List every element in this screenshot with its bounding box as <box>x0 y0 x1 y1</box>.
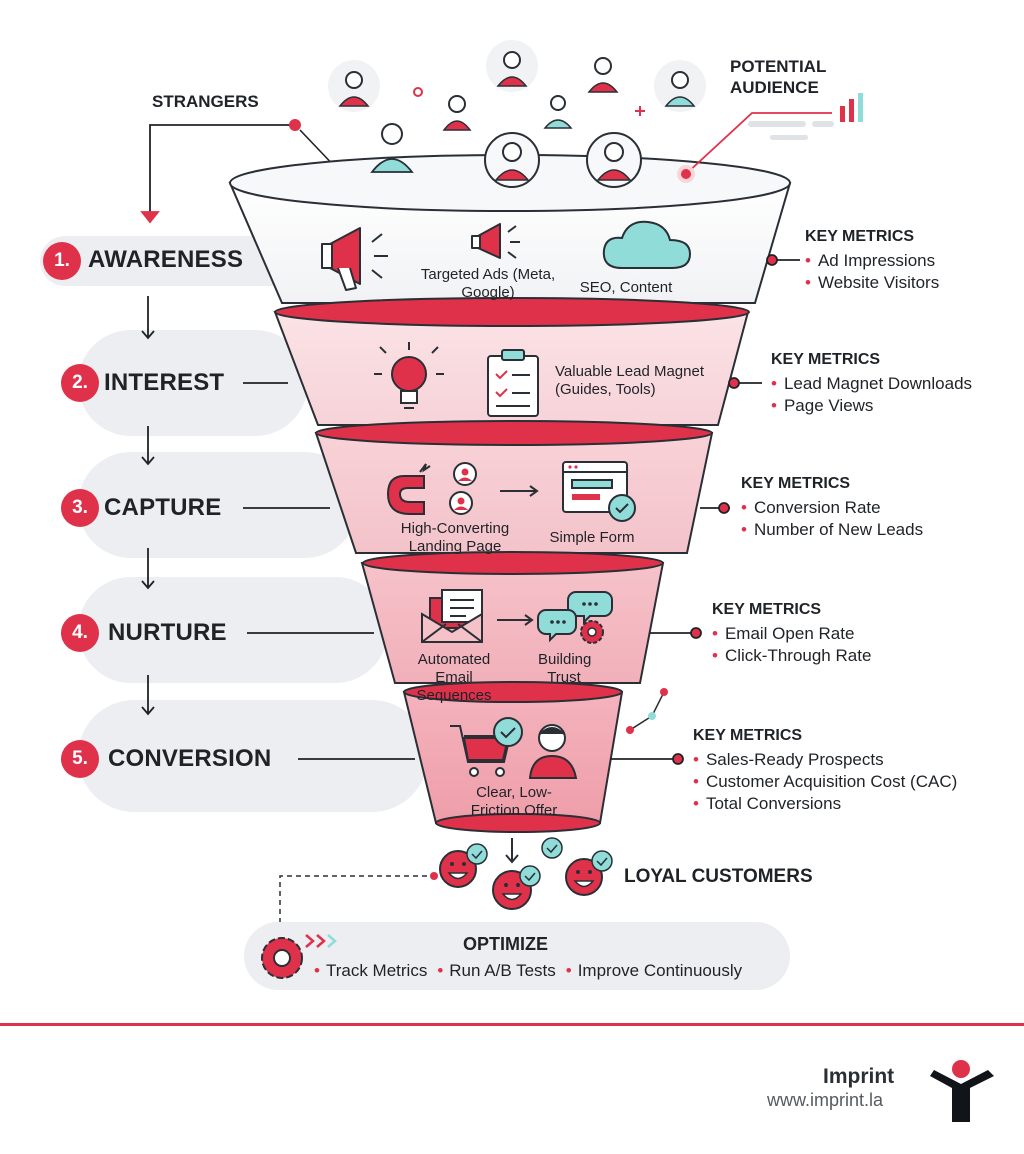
stage-4-item-2: Building Trust <box>538 651 592 686</box>
stage-3-number: 3. <box>72 497 88 518</box>
optimize-title: OPTIMIZE <box>463 934 548 954</box>
smiley-icon <box>439 843 488 888</box>
audience-connector <box>685 112 832 175</box>
checklist-icon <box>487 349 539 417</box>
loyal-customers-label: LOYAL CUSTOMERS <box>624 866 813 887</box>
stage-2-number: 2. <box>72 372 88 393</box>
imprint-logo-icon <box>930 1060 994 1122</box>
stage-2-name: INTEREST <box>104 369 225 396</box>
web-form-icon <box>562 461 636 522</box>
person-icon <box>328 60 380 112</box>
stage-5-item-1: Clear, Low-Friction Offer <box>470 784 558 819</box>
bar-chart-icon <box>748 93 863 140</box>
stage-4-metrics: KEY METRICS Email Open Rate Click-Throug… <box>712 599 871 667</box>
optimize-items: Track Metrics Run A/B Tests Improve Contin… <box>314 961 752 981</box>
metric-item: Sales-Ready Prospects <box>693 749 957 771</box>
gear-icon <box>261 937 303 979</box>
smiley-icon <box>565 850 613 896</box>
metric-item: Conversion Rate <box>741 497 923 519</box>
stage-3-item-1: High-Converting Landing Page <box>400 520 510 555</box>
metrics-heading: KEY METRICS <box>771 351 881 368</box>
stage-1-metrics: KEY METRICS Ad Impressions Website Visit… <box>805 226 939 294</box>
person-icon <box>587 57 619 93</box>
metric-item: Email Open Rate <box>712 623 871 645</box>
stage-2-item-1: Valuable Lead Magnet (Guides, Tools) <box>555 363 705 398</box>
stage-4-item-1: Automated Email Sequences <box>416 651 492 704</box>
cloud-icon <box>602 220 692 269</box>
metric-item: Total Conversions <box>693 793 957 815</box>
person-icon <box>543 95 573 129</box>
metric-item: Ad Impressions <box>805 250 939 272</box>
person-icon <box>586 132 642 188</box>
stage-1-item-2: SEO, Content <box>579 279 673 296</box>
magnet-icon <box>386 463 431 515</box>
person-icon <box>442 95 472 131</box>
metric-item: Website Visitors <box>805 272 939 294</box>
metric-item: Customer Acquisition Cost (CAC) <box>693 771 957 793</box>
stage-bands <box>40 236 428 812</box>
arrow-down-icon <box>505 838 519 864</box>
megaphone-icon <box>321 227 388 291</box>
feedback-loop-line <box>279 875 436 930</box>
chevrons-right-icon <box>305 934 337 948</box>
lightbulb-icon <box>374 342 444 409</box>
metric-item: Lead Magnet Downloads <box>771 373 972 395</box>
optimize-panel <box>244 922 790 990</box>
metric-item: Page Views <box>771 395 972 417</box>
metrics-connectors <box>610 254 800 765</box>
metrics-heading: KEY METRICS <box>805 228 915 245</box>
chat-bubbles-icon <box>537 591 613 643</box>
stage-3-metrics: KEY METRICS Conversion Rate Number of Ne… <box>741 473 923 541</box>
person-icons <box>328 40 706 188</box>
brand-name: Imprint <box>823 1065 895 1088</box>
smiley-icon <box>492 865 541 910</box>
happy-customer-icons <box>439 837 613 910</box>
arrow-right-icon <box>497 614 534 626</box>
stage-5-name: CONVERSION <box>108 745 272 772</box>
arrow-right-icon <box>500 485 539 497</box>
stage-5-number: 5. <box>72 748 88 769</box>
strangers-dot <box>289 119 301 131</box>
brand-url: www.imprint.la <box>767 1090 884 1110</box>
metrics-heading: KEY METRICS <box>741 475 851 492</box>
person-icon <box>486 40 538 92</box>
stage-badges <box>43 242 99 778</box>
person-icon <box>484 132 540 188</box>
email-icon <box>421 589 483 643</box>
stage-3-item-2: Simple Form <box>549 529 635 546</box>
stage-1-number: 1. <box>54 250 70 271</box>
metrics-heading: KEY METRICS <box>712 601 822 618</box>
stage-connectors <box>243 382 415 760</box>
sparkle-chart-icon <box>626 688 668 734</box>
flow-arrows <box>140 124 295 716</box>
stage-1-name: AWARENESS <box>88 246 244 273</box>
stage-1-item-1: Targeted Ads (Meta, Google) <box>420 266 556 301</box>
stage-5-metrics: KEY METRICS Sales-Ready Prospects Custom… <box>693 725 957 815</box>
person-icon <box>654 60 706 112</box>
customer-icon <box>528 724 578 779</box>
optimize-item: Run A/B Tests <box>437 961 555 980</box>
lead-person-icons <box>449 462 477 515</box>
stage-4-number: 4. <box>72 622 88 643</box>
footer-divider <box>0 1023 1024 1026</box>
optimize-item: Improve Continuously <box>566 961 742 980</box>
megaphone-icon <box>471 223 520 259</box>
person-icon <box>370 123 414 173</box>
optimize-item: Track Metrics <box>314 961 427 980</box>
potential-audience-label: POTENTIAL AUDIENCE <box>730 57 827 97</box>
stage-3-name: CAPTURE <box>104 494 222 521</box>
metric-item: Click-Through Rate <box>712 645 871 667</box>
stage-4-name: NURTURE <box>108 619 227 646</box>
stage-2-metrics: KEY METRICS Lead Magnet Downloads Page V… <box>771 349 972 417</box>
gear-icon <box>580 620 604 644</box>
metrics-heading: KEY METRICS <box>693 727 803 744</box>
shopping-cart-icon <box>450 717 523 777</box>
strangers-label: STRANGERS <box>152 92 259 111</box>
metric-item: Number of New Leads <box>741 519 923 541</box>
